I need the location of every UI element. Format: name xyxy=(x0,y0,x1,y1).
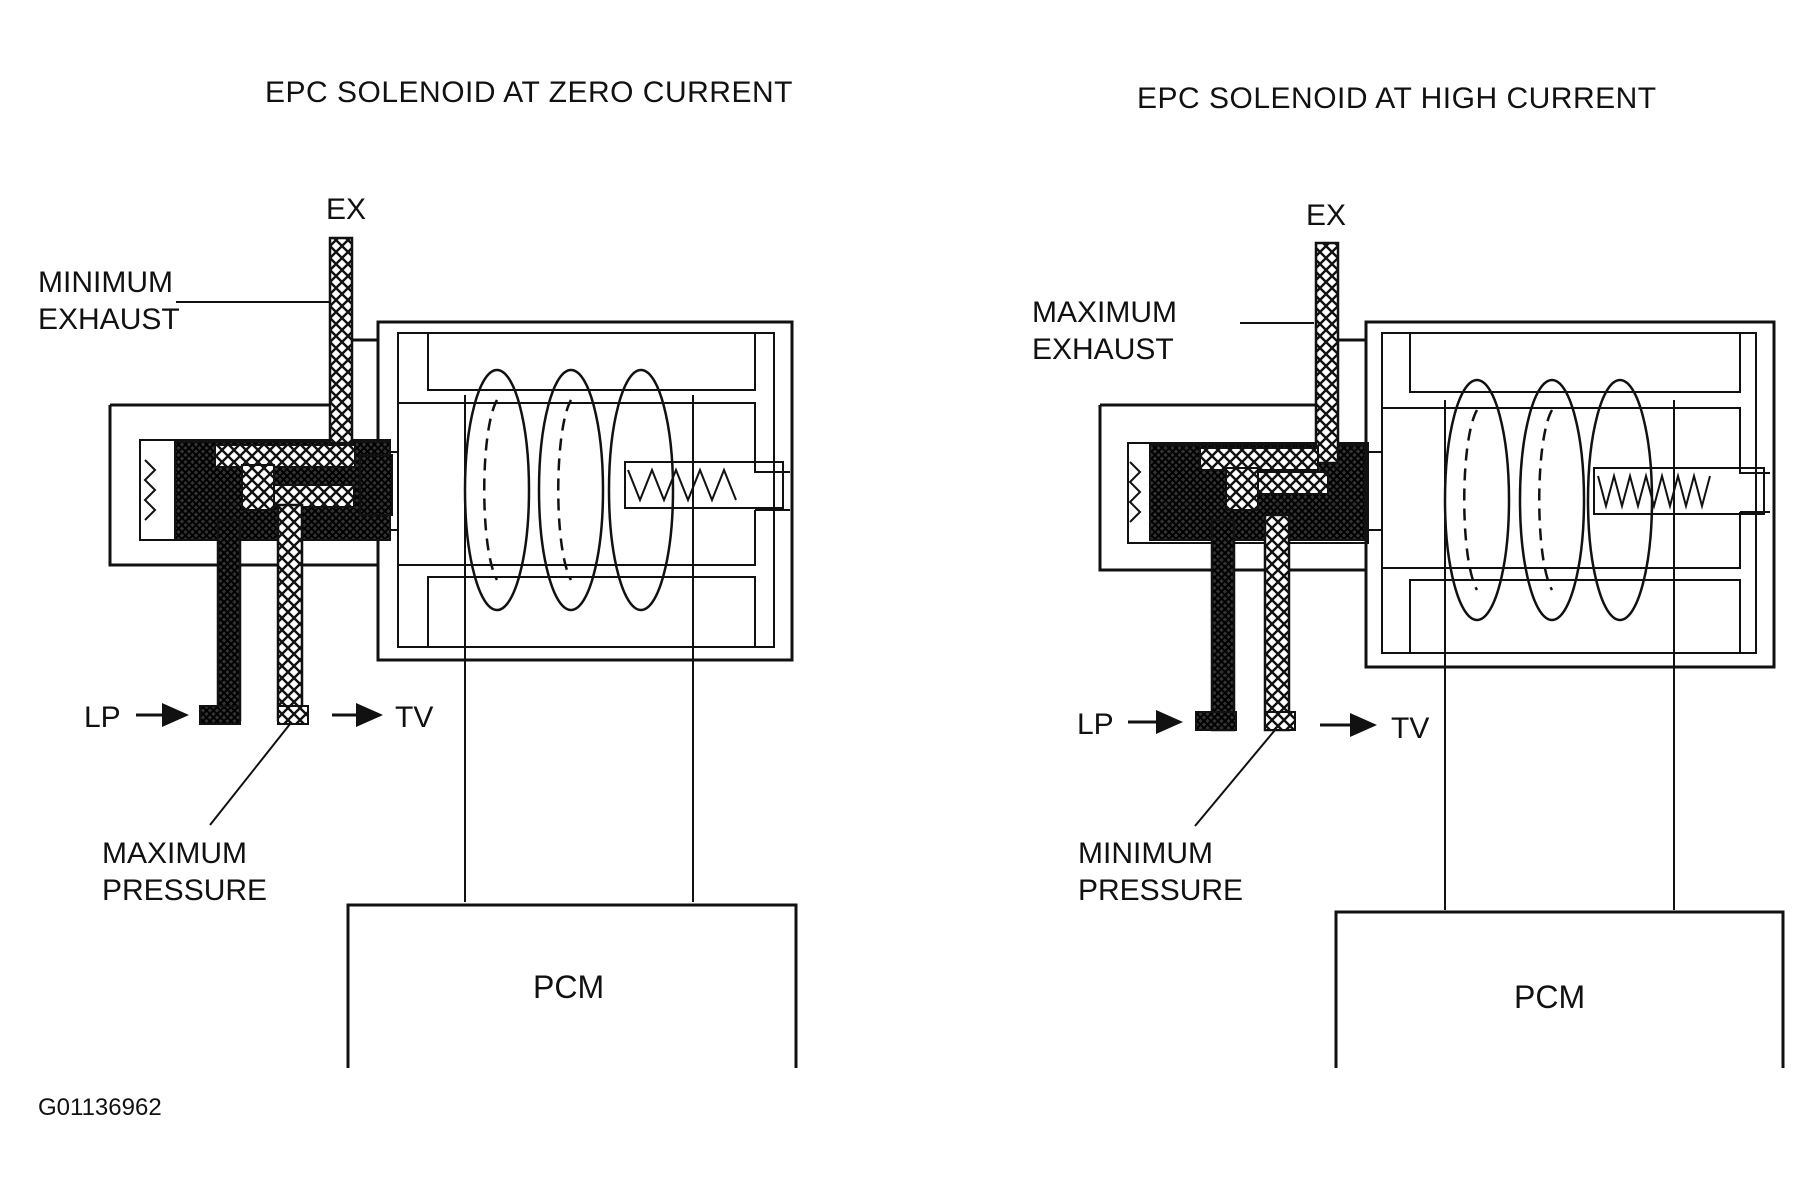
exhaust-state-label-2: EXHAUST xyxy=(38,303,180,336)
exhaust-state-label-1: MINIMUM xyxy=(38,266,173,299)
outlet-label: TV xyxy=(395,701,433,734)
panel-zero-current: EPC SOLENOID AT ZERO CURRENT EX MINIMUM … xyxy=(38,76,798,1068)
pressure-state-label-1: MAXIMUM xyxy=(102,837,247,870)
plunger-spring-icon xyxy=(627,467,737,503)
exhaust-state-label-1: MAXIMUM xyxy=(1032,296,1177,329)
valve-bore xyxy=(1127,442,1369,544)
panel-high-current: EPC SOLENOID AT HIGH CURRENT EX MAXIMUM … xyxy=(1032,82,1785,1068)
exhaust-pipe xyxy=(328,236,354,445)
tv-line xyxy=(1263,513,1291,732)
lp-line xyxy=(216,518,242,722)
plunger-spring-icon xyxy=(1597,472,1711,510)
outlet-label: TV xyxy=(1391,712,1429,745)
pressure-leader-line xyxy=(209,723,291,826)
coil-icon xyxy=(463,368,675,612)
spring-icon xyxy=(143,459,157,521)
inlet-label: LP xyxy=(1077,708,1114,741)
figure-code: G01136962 xyxy=(38,1094,162,1121)
panel-title: EPC SOLENOID AT HIGH CURRENT xyxy=(1137,82,1657,115)
tv-line xyxy=(276,503,304,722)
pcm-label: PCM xyxy=(1514,979,1585,1015)
exhaust-state-label-2: EXHAUST xyxy=(1032,333,1174,366)
lp-line xyxy=(1210,518,1236,732)
pcm-box xyxy=(1334,910,1785,1068)
pressure-state-label-2: PRESSURE xyxy=(102,874,267,907)
solenoid-housing xyxy=(1364,320,1776,669)
exhaust-port-label: EX xyxy=(326,193,366,226)
panel-title: EPC SOLENOID AT ZERO CURRENT xyxy=(265,76,793,109)
pressure-leader-line xyxy=(1194,729,1276,827)
pressure-state-label-2: PRESSURE xyxy=(1078,874,1243,907)
spring-icon xyxy=(1128,461,1142,523)
pcm-box xyxy=(346,903,798,1068)
pcm-label: PCM xyxy=(533,969,604,1005)
inlet-label: LP xyxy=(84,701,121,734)
exhaust-port-label: EX xyxy=(1306,199,1346,232)
exhaust-pipe xyxy=(1314,241,1340,465)
solenoid-housing xyxy=(376,320,794,662)
pressure-state-label-1: MINIMUM xyxy=(1078,837,1213,870)
